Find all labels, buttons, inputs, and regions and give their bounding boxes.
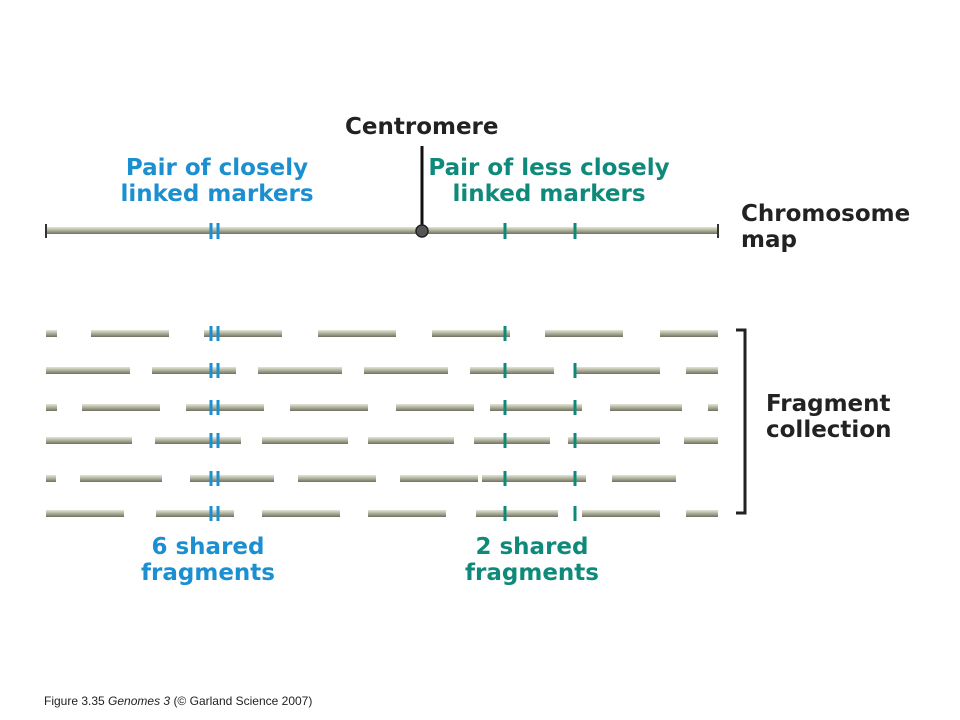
fragment: [708, 404, 718, 411]
fragment: [684, 437, 718, 444]
fragment: [660, 330, 718, 337]
fragment: [686, 510, 718, 517]
six-shared-line-2: fragments: [141, 559, 275, 586]
fragment: [610, 404, 682, 411]
fragment: [474, 437, 550, 444]
fragment: [80, 475, 162, 482]
fragment: [46, 475, 56, 482]
fragment: [298, 475, 376, 482]
fragment: [368, 437, 454, 444]
fragment: [46, 367, 130, 374]
fragment: [258, 367, 342, 374]
two-shared-line-1: 2 shared: [475, 534, 589, 560]
less-closely-linked-line-1: Pair of less closely: [428, 155, 670, 181]
fragment: [490, 404, 582, 411]
fragment-collection-bracket: [736, 328, 747, 515]
chromosome-map-label: Chromosome map: [741, 201, 911, 254]
fragment: [155, 437, 241, 444]
chromosome-map-line-1: Chromosome: [741, 201, 911, 227]
less-closely-linked-markers-label: Pair of less closely linked markers: [420, 155, 678, 208]
six-shared-line-1: 6 shared: [151, 534, 265, 560]
fragment: [396, 404, 474, 411]
fragment: [432, 330, 510, 337]
fragment: [364, 367, 448, 374]
fragment: [190, 475, 274, 482]
chromosome-map-rod: [46, 227, 718, 234]
figure-caption: Figure 3.35 Genomes 3 (© Garland Science…: [44, 694, 312, 708]
caption-figure-number: Figure 3.35: [44, 694, 105, 708]
fragment: [368, 510, 446, 517]
fragment: [612, 475, 676, 482]
fragment: [545, 330, 623, 337]
fragment: [262, 510, 340, 517]
six-shared-fragments-label: 6 shared fragments: [118, 534, 298, 587]
two-shared-line-2: fragments: [465, 559, 599, 586]
fragment: [400, 475, 478, 482]
fragment: [82, 404, 160, 411]
fragment: [482, 475, 586, 482]
chromosome-map-line-2: map: [741, 226, 797, 253]
far-marker-ticks: [503, 326, 577, 521]
fragment-collection-line-1: Fragment: [766, 391, 891, 417]
closely-linked-line-1: Pair of closely: [125, 155, 309, 181]
less-closely-linked-line-2: linked markers: [452, 180, 646, 207]
fragment: [204, 330, 282, 337]
fragment: [582, 510, 660, 517]
centromere-dot: [415, 224, 429, 238]
fragment: [91, 330, 169, 337]
caption-book-title: Genomes 3: [108, 694, 171, 708]
fragment: [290, 404, 368, 411]
closely-linked-line-2: linked markers: [120, 180, 314, 207]
fragment: [318, 330, 396, 337]
caption-credit: (© Garland Science 2007): [173, 694, 313, 708]
fragment: [46, 330, 57, 337]
close-marker-ticks: [209, 326, 220, 521]
fragment: [470, 367, 554, 374]
fragment: [262, 437, 348, 444]
fragment: [576, 367, 660, 374]
fragment: [568, 437, 660, 444]
closely-linked-markers-label: Pair of closely linked markers: [110, 155, 324, 208]
fragment: [186, 404, 264, 411]
fragment: [686, 367, 718, 374]
fragment: [152, 367, 236, 374]
fragment: [46, 510, 124, 517]
fragment: [46, 404, 57, 411]
fragment-collection-line-2: collection: [766, 416, 892, 443]
centromere-label: Centromere: [345, 114, 499, 140]
fragment: [156, 510, 234, 517]
fragment-collection-label: Fragment collection: [766, 391, 892, 444]
two-shared-fragments-label: 2 shared fragments: [442, 534, 622, 587]
fragment: [476, 510, 558, 517]
fragment-rows: [46, 330, 718, 517]
fragment: [46, 437, 132, 444]
